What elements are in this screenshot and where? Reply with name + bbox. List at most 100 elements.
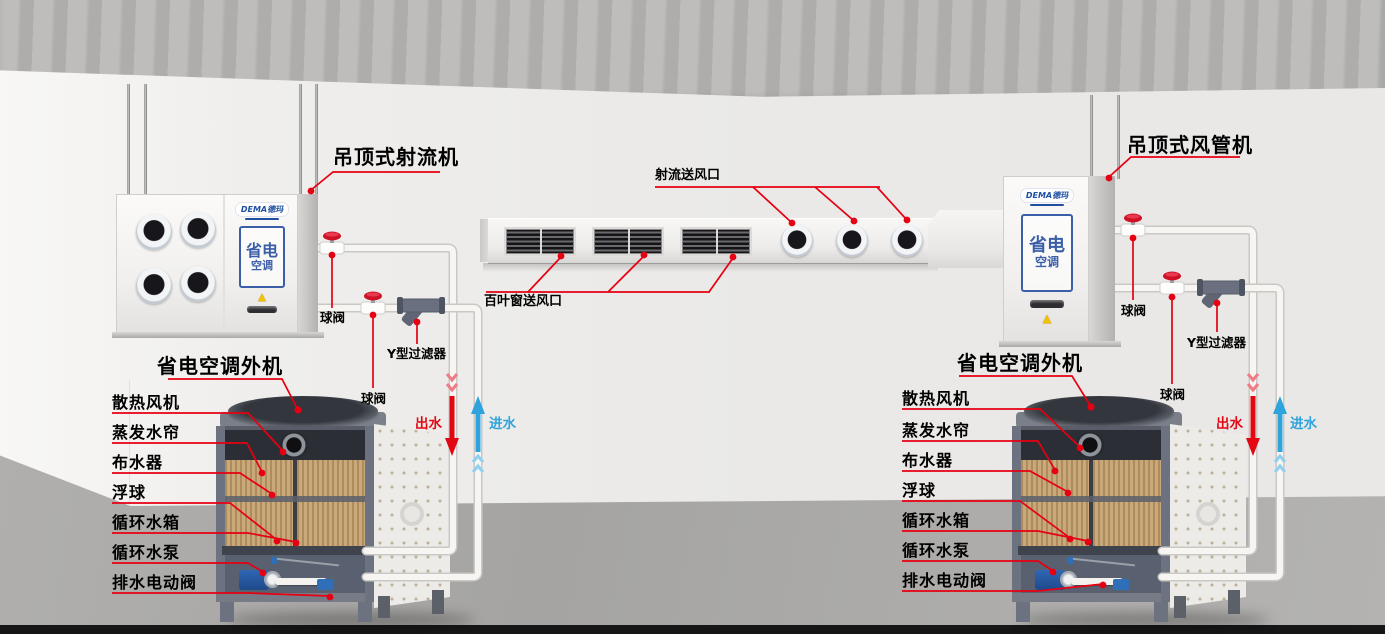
label-water-out: 出水 xyxy=(1216,416,1243,432)
hanger-rod xyxy=(144,84,147,196)
label-y-strainer: Y型过滤器 xyxy=(387,346,447,361)
ball-valve-right-1 xyxy=(1120,213,1146,237)
evaporative-pad xyxy=(225,460,293,546)
float-rod xyxy=(1071,557,1135,567)
float-valve xyxy=(1067,557,1073,564)
vent-slot xyxy=(1030,300,1064,308)
unit-front-panel: DEMA德玛 省电 空调 ▲ xyxy=(116,194,298,335)
outdoor-cabinet xyxy=(216,426,374,602)
jet-nozzle xyxy=(781,225,813,257)
base-rail xyxy=(1012,593,1170,602)
label-outdoor-unit: 省电空调外机 xyxy=(957,351,1083,375)
side-panel-hole xyxy=(400,502,424,526)
label-ball-valve: 球阀 xyxy=(361,391,387,406)
louver-grille xyxy=(680,227,752,256)
water-tank-rim xyxy=(222,546,368,555)
jet-nozzle xyxy=(891,225,923,257)
cooling-pads xyxy=(225,460,365,546)
jet-nozzle xyxy=(836,225,868,257)
pump-compartment xyxy=(225,555,365,593)
duct-end-cap xyxy=(480,219,489,262)
label-evap-pad: 蒸发水帘 xyxy=(112,423,181,442)
duct-adapter xyxy=(928,210,1008,268)
label-outdoor-unit: 省电空调外机 xyxy=(157,354,283,378)
pvc-pipe xyxy=(275,578,327,585)
water-tank-rim xyxy=(1018,546,1164,555)
louver-grille xyxy=(504,227,576,256)
label-drain-valve: 排水电动阀 xyxy=(112,573,198,592)
side-panel-hole xyxy=(1196,502,1220,526)
bottom-edge xyxy=(0,625,1385,634)
label-water-in: 进水 xyxy=(1290,416,1317,432)
label-jet-unit: 吊顶式射流机 xyxy=(333,145,459,169)
fan-shroud xyxy=(1024,396,1174,426)
float-rod xyxy=(275,557,339,567)
brand-bar xyxy=(1030,204,1064,206)
floor-shadow-right xyxy=(1020,612,1270,628)
circulation-pump xyxy=(239,570,281,590)
hanger-rod xyxy=(315,84,318,196)
jet-nozzle xyxy=(136,268,172,304)
outdoor-side-panel xyxy=(1170,424,1246,608)
vent-slot xyxy=(247,306,277,313)
drain-motor-valve xyxy=(1113,579,1129,590)
hanger-rod xyxy=(1117,95,1120,179)
indoor-duct-unit: DEMA德玛 省电 空调 ▲ xyxy=(999,176,1121,347)
hanger-rod xyxy=(1090,95,1093,179)
label-water-pump: 循环水泵 xyxy=(112,543,181,562)
label-ball-valve: 球阀 xyxy=(320,310,346,325)
label-fan: 散热风机 xyxy=(902,389,971,408)
unit-front-panel: DEMA德玛 省电 空调 ▲ xyxy=(1003,176,1089,344)
y-strainer-right xyxy=(1197,279,1245,308)
fan-section xyxy=(225,430,365,460)
brand-logo: DEMA德玛 xyxy=(1020,189,1074,202)
fan-section xyxy=(1021,430,1161,460)
unit-leg xyxy=(1174,596,1186,618)
unit-leg xyxy=(1154,602,1168,622)
label-float-ball: 浮球 xyxy=(902,481,937,500)
label-louver-outlet: 百叶窗送风口 xyxy=(484,294,563,309)
label-water-pump: 循环水泵 xyxy=(902,541,971,560)
hanging-frame-rail xyxy=(999,341,1121,347)
unit-leg xyxy=(378,596,390,618)
label-float-ball: 浮球 xyxy=(112,483,147,502)
fan-motor xyxy=(280,432,308,458)
label-water-in: 进水 xyxy=(489,416,516,432)
cooling-pads xyxy=(1021,460,1161,546)
evaporative-pad xyxy=(1093,460,1161,546)
label-evap-pad: 蒸发水帘 xyxy=(902,421,971,440)
fan-shroud xyxy=(228,396,378,426)
logo-badge: 省电 空调 xyxy=(1021,214,1073,292)
evaporative-pad xyxy=(1021,460,1089,546)
unit-side-panel xyxy=(1089,176,1115,344)
ceiling-slab xyxy=(0,0,1385,97)
logo-panel: DEMA德玛 省电 空调 ▲ xyxy=(1004,177,1090,343)
evaporative-pad xyxy=(297,460,365,546)
supply-air-duct xyxy=(488,218,938,264)
label-drain-valve: 排水电动阀 xyxy=(902,571,988,590)
hanger-rod xyxy=(299,84,302,196)
duct-shadow xyxy=(483,263,938,272)
label-water-distributor: 布水器 xyxy=(902,451,954,470)
base-rail xyxy=(216,593,374,602)
brand-bar xyxy=(245,218,279,220)
pad-support-bar xyxy=(225,496,365,502)
unit-leg xyxy=(432,590,444,614)
unit-leg xyxy=(1016,602,1030,622)
label-ball-valve: 球阀 xyxy=(1160,387,1186,402)
jet-nozzle xyxy=(180,266,216,302)
hanging-frame-rail xyxy=(112,332,324,338)
outdoor-cabinet xyxy=(1012,426,1170,602)
ball-valve-left-1 xyxy=(319,231,345,255)
water-in-arrow-left xyxy=(471,396,485,473)
label-water-tank: 循环水箱 xyxy=(902,511,971,530)
warning-icon: ▲ xyxy=(1042,312,1052,325)
hanger-rod xyxy=(127,84,130,196)
jet-nozzle xyxy=(180,212,216,248)
ball-valve-left-2 xyxy=(360,291,386,315)
unit-leg xyxy=(220,602,234,622)
logo-panel: DEMA德玛 省电 空调 ▲ xyxy=(223,195,299,334)
label-jet-outlet: 射流送风口 xyxy=(655,168,721,183)
float-valve xyxy=(271,557,277,564)
